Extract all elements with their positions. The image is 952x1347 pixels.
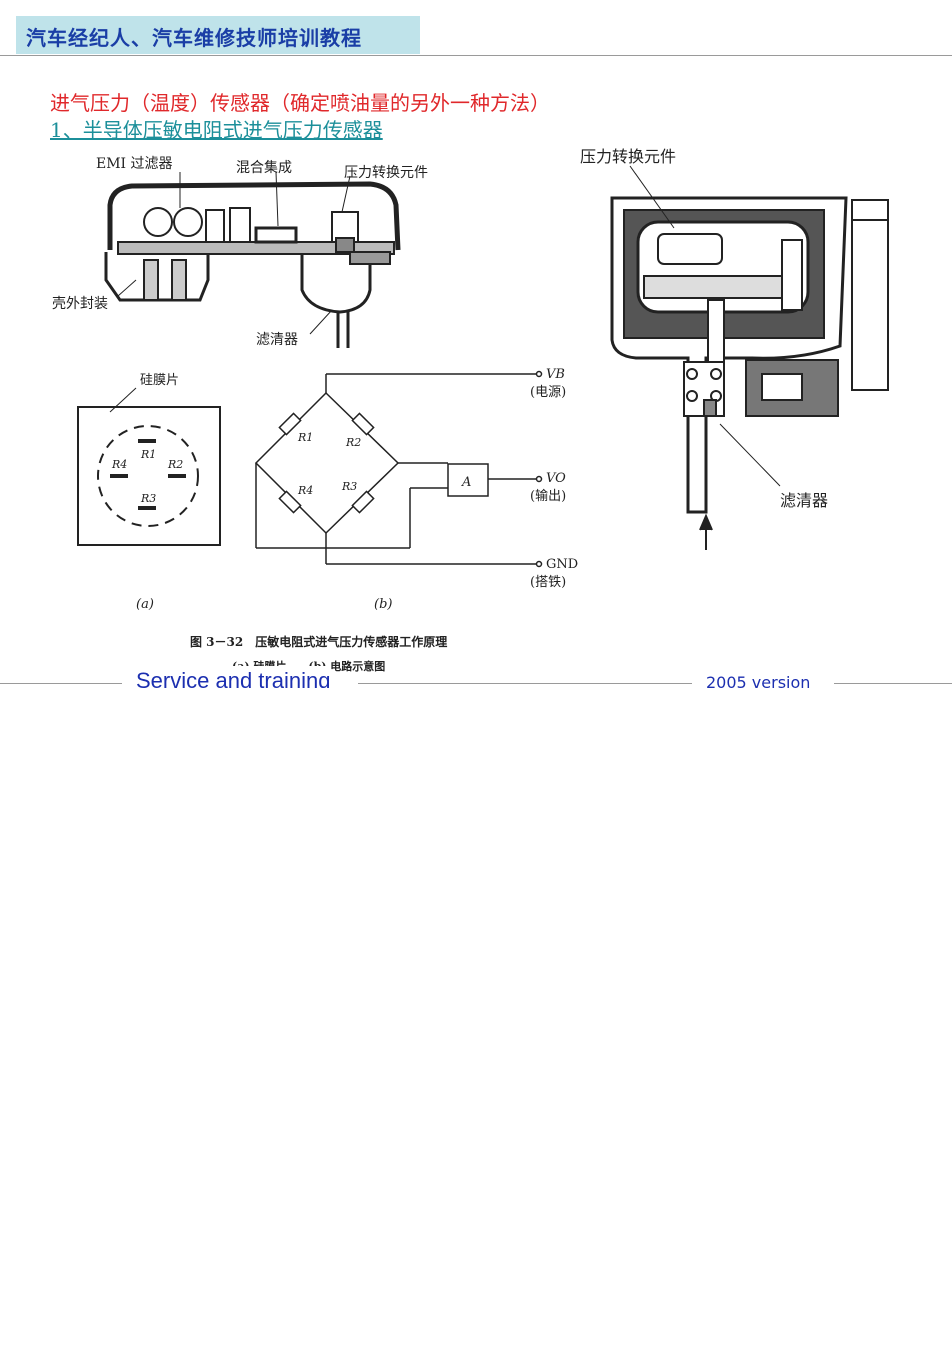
amplifier-label: A bbox=[461, 475, 471, 490]
chip-r1: R1 bbox=[140, 448, 156, 461]
footer-rule-middle bbox=[358, 683, 692, 684]
footer-rule-right bbox=[834, 683, 952, 684]
header-divider bbox=[0, 55, 952, 56]
label-pressure-element-right: 压力转换元件 bbox=[580, 147, 676, 166]
label-housing: 壳外封装 bbox=[52, 295, 108, 312]
chip-r2: R2 bbox=[167, 458, 183, 471]
sensor-section-drawing bbox=[610, 165, 889, 550]
footer-version: 2005 version bbox=[706, 673, 811, 692]
vo-label: VO bbox=[546, 471, 566, 486]
label-filter-right: 滤清器 bbox=[780, 491, 828, 510]
circuit-r1: R1 bbox=[297, 431, 313, 444]
label-emi-filter: EMI 过滤器 bbox=[96, 156, 173, 172]
footer-service-text: Service and training bbox=[136, 666, 331, 688]
chip-r3: R3 bbox=[140, 492, 156, 505]
silicon-chip-drawing bbox=[77, 387, 221, 546]
header-title: 汽车经纪人、汽车维修技师培训教程 bbox=[16, 16, 420, 54]
bridge-circuit bbox=[254, 370, 543, 568]
circuit-r4: R4 bbox=[297, 484, 313, 497]
section-link[interactable]: 1、半导体压敏电阻式进气压力传感器 bbox=[50, 118, 383, 142]
vo-desc: (输出) bbox=[530, 488, 566, 504]
sub-label-b: (b) bbox=[374, 597, 392, 612]
circuit-r3: R3 bbox=[341, 480, 357, 493]
sub-label-a: (a) bbox=[136, 597, 154, 612]
label-silicon-chip: 硅膜片 bbox=[140, 373, 179, 388]
page-title: 进气压力（温度）传感器（确定喷油量的另外一种方法） bbox=[50, 91, 550, 115]
sensor-housing-drawing bbox=[104, 171, 401, 348]
sensor-figure: EMI 过滤器 混合集成 压力转换元件 壳外封装 滤清器 硅膜片 R1 R4 R… bbox=[52, 147, 889, 673]
gnd-label: GND bbox=[546, 557, 578, 572]
footer-rule-left bbox=[0, 683, 122, 684]
vb-label: VB bbox=[546, 367, 565, 382]
label-pressure-element: 压力转换元件 bbox=[344, 164, 428, 181]
gnd-desc: (搭铁) bbox=[530, 574, 566, 590]
vb-desc: (电源) bbox=[530, 385, 566, 400]
chip-r4: R4 bbox=[111, 458, 127, 471]
circuit-r2: R2 bbox=[345, 436, 361, 449]
label-hybrid-ic: 混合集成 bbox=[236, 159, 292, 176]
figure-caption: 图 3－32 压敏电阻式进气压力传感器工作原理 bbox=[190, 634, 447, 649]
label-filter: 滤清器 bbox=[256, 332, 298, 348]
